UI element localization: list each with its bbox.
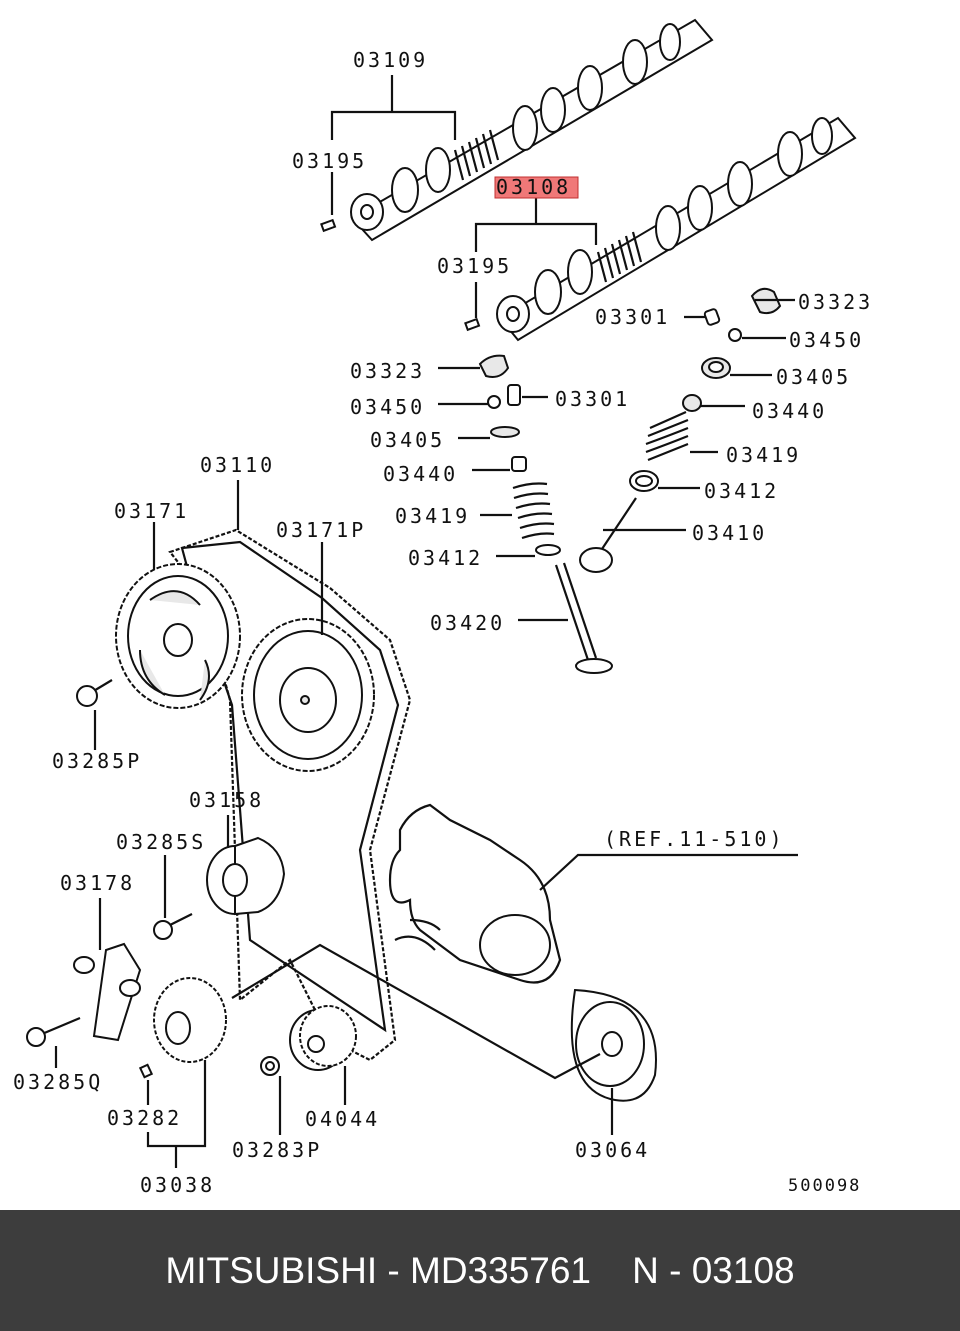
rocker-left [478,354,510,378]
label-03178: 03178 [60,871,135,895]
seal-right [682,394,702,412]
bolt-03285q [26,1016,81,1047]
label-03419-left: 03419 [395,504,470,528]
label-03283p: 03283P [232,1138,322,1162]
engine-reference [388,803,562,984]
nut-left [487,395,501,409]
parts-diagram: 03109 03195 03108 03195 03301 03323 0345… [13,18,873,1197]
pin-upper [320,218,337,233]
diagram-code: 500098 [788,1176,861,1196]
label-03301-right: 03301 [595,305,670,329]
label-03285s: 03285S [116,830,206,854]
footer-bar: MITSUBISHI - MD335761 N - 03108 [0,1210,960,1331]
label-03195-upper: 03195 [292,149,367,173]
label-03195-lower: 03195 [437,254,512,278]
pin-lower [464,317,481,332]
label-03440-left: 03440 [383,462,458,486]
washer-right [629,470,659,492]
label-03420: 03420 [430,611,505,635]
label-03171: 03171 [114,499,189,523]
label-ref-11-510: (REF.11-510) [604,827,785,851]
label-03171p: 03171P [276,518,366,542]
label-03108: 03108 [496,175,571,199]
seal-left [511,456,527,472]
label-03412-left: 03412 [408,546,483,570]
nut-right [728,328,742,342]
footer-part-info: MITSUBISHI - MD335761 N - 03108 [165,1249,795,1291]
label-03282: 03282 [107,1106,182,1130]
tensioner-arm [73,942,142,1042]
label-03323-left: 03323 [350,359,425,383]
washer-left [535,544,561,556]
retainer-right [701,357,731,379]
label-04044: 04044 [305,1107,380,1131]
label-03158: 03158 [189,788,264,812]
label-03450-left: 03450 [350,395,425,419]
label-03285p: 03285P [52,749,142,773]
label-03285q: 03285Q [13,1070,103,1094]
bolt-03285s [153,913,193,940]
adjuster-right [703,308,721,326]
spring-right [645,410,689,462]
valve-intake [554,562,613,674]
cam-sprocket-left [115,563,241,709]
spacer-03283p [260,1056,280,1076]
highlight-03108 [494,176,579,199]
label-03419-right: 03419 [726,443,801,467]
leader-lines [54,75,798,1168]
retainer-left [490,426,520,438]
camshaft-lower [496,116,857,342]
label-03410: 03410 [692,521,767,545]
tensioner-pulley [206,836,286,916]
label-03301-left: 03301 [555,387,630,411]
crank-plate [570,988,657,1102]
crank-sprocket [153,977,227,1063]
camshaft-upper [350,18,714,242]
key-03282 [138,1063,154,1079]
label-03405-left: 03405 [370,428,445,452]
cam-sprocket-right [241,618,375,772]
valve-exhaust [579,497,637,573]
label-03450-right: 03450 [789,328,864,352]
spring-left [512,482,555,540]
part-labels: 03109 03195 03108 03195 03301 03323 0345… [13,48,873,1197]
label-03440-right: 03440 [752,399,827,423]
bolt-03285p [76,679,113,707]
label-03110: 03110 [200,453,275,477]
label-03323-right: 03323 [798,290,873,314]
label-03038: 03038 [140,1173,215,1197]
label-03109: 03109 [353,48,428,72]
adjuster-left [507,384,521,406]
label-03412-right: 03412 [704,479,779,503]
label-03064: 03064 [575,1138,650,1162]
idler-pulley [289,1005,357,1071]
label-03405-right: 03405 [776,365,851,389]
